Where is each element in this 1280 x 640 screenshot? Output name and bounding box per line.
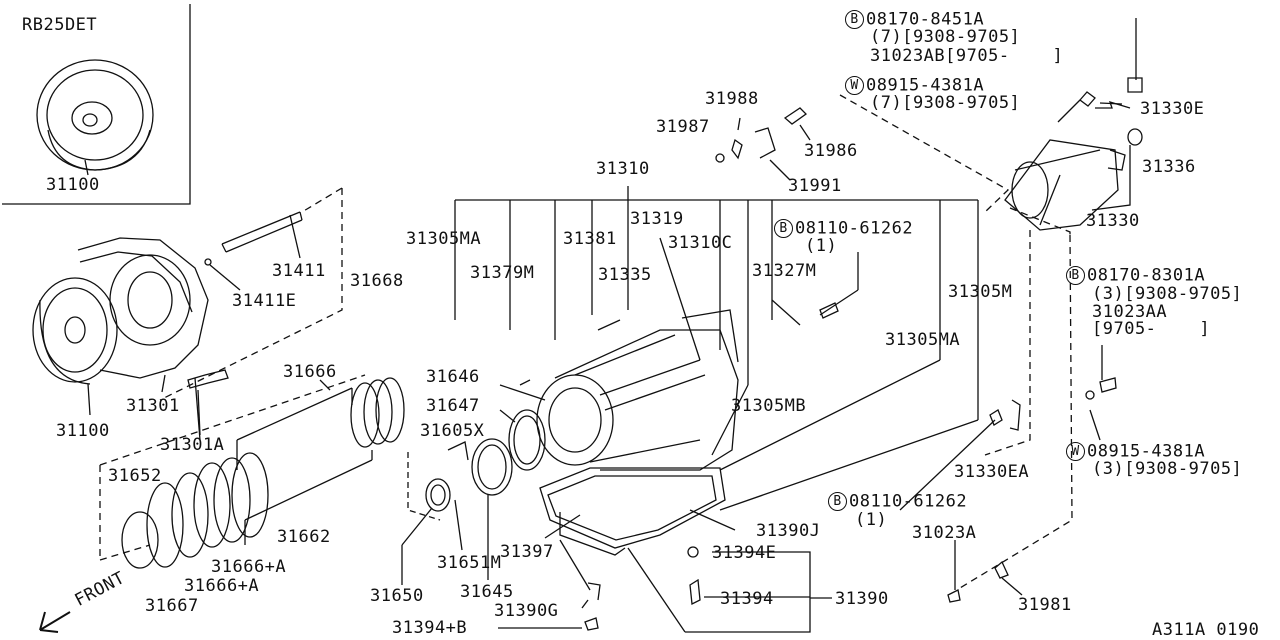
- b-mark-icon: B: [1066, 266, 1085, 285]
- bolt-qty: (7)[9308-9705]: [870, 27, 1021, 47]
- b-mark-icon: B: [845, 10, 864, 29]
- bolt-code: 08915-4381A: [866, 75, 985, 96]
- part-label[interactable]: 31667: [145, 596, 199, 616]
- part-label[interactable]: 31397: [500, 542, 554, 562]
- part-label[interactable]: 31662: [277, 527, 331, 547]
- part-label[interactable]: 31394E: [712, 543, 777, 563]
- inset-torque-converter: [36, 59, 154, 171]
- part-label[interactable]: 31100: [46, 175, 100, 195]
- part-label[interactable]: 31390J: [756, 521, 821, 541]
- bracket-31605X: [447, 441, 469, 461]
- bolt-alt-date: [9705- ]: [1092, 319, 1211, 339]
- part-label[interactable]: 31310C: [668, 233, 733, 253]
- part-label[interactable]: 31411: [272, 261, 326, 281]
- part-label[interactable]: 31986: [804, 141, 858, 161]
- part-label[interactable]: 31647: [426, 396, 480, 416]
- bolt-qty: (3)[9308-9705]: [1092, 459, 1243, 479]
- clutch-pack: [121, 377, 405, 569]
- part-label[interactable]: 31668: [350, 271, 404, 291]
- part-label[interactable]: 31394: [720, 589, 774, 609]
- part-label[interactable]: 31305M: [948, 282, 1013, 302]
- part-label[interactable]: 31651M: [437, 553, 502, 573]
- part-label[interactable]: 31666+A: [184, 576, 260, 596]
- seal-31647: [508, 409, 546, 471]
- bolt-code: 08110-61262: [849, 491, 968, 512]
- part-label[interactable]: 31023A: [912, 523, 977, 543]
- bolt-code: 08110-61262: [795, 218, 914, 239]
- part-label[interactable]: 31666: [283, 362, 337, 382]
- part-label[interactable]: 31305MB: [731, 396, 807, 416]
- part-label[interactable]: 31330EA: [954, 462, 1030, 482]
- bolt-alt-part: 31023AA: [1092, 302, 1168, 322]
- bolt-alt-part: 31023AB[9705- ]: [870, 46, 1064, 66]
- bolt-qty: (7)[9308-9705]: [870, 93, 1021, 113]
- part-label[interactable]: 31301A: [160, 435, 225, 455]
- part-label[interactable]: 31666+A: [211, 557, 287, 577]
- part-label[interactable]: 31327M: [752, 261, 817, 281]
- part-label[interactable]: 31336: [1142, 157, 1196, 177]
- part-label[interactable]: 31319: [630, 209, 684, 229]
- b-mark-icon: B: [828, 492, 847, 511]
- part-label[interactable]: 31652: [108, 466, 162, 486]
- converter-housing: [77, 237, 209, 379]
- part-label[interactable]: 31646: [426, 367, 480, 387]
- part-label[interactable]: 31310: [596, 159, 650, 179]
- pump-31645: [471, 438, 513, 496]
- front-arrow: [39, 611, 71, 633]
- inset-engine-label: RB25DET: [22, 15, 98, 35]
- inset-frame: [2, 4, 191, 205]
- bolt-qty: (1): [805, 236, 838, 256]
- part-label[interactable]: 31305MA: [885, 330, 961, 350]
- b-mark-icon: B: [774, 219, 793, 238]
- part-label[interactable]: 31605X: [420, 421, 485, 441]
- torque-converter: [32, 277, 118, 385]
- part-label[interactable]: 31650: [370, 586, 424, 606]
- part-label[interactable]: 31394+B: [392, 618, 468, 638]
- part-label[interactable]: 31381: [563, 229, 617, 249]
- part-label[interactable]: 31100: [56, 421, 110, 441]
- extension-housing: [1004, 128, 1143, 231]
- part-label[interactable]: 31390G: [494, 601, 559, 621]
- part-label[interactable]: 31335: [598, 265, 652, 285]
- pin-31986: [783, 107, 808, 125]
- w-mark-icon: W: [845, 76, 864, 95]
- part-label[interactable]: 31330E: [1140, 99, 1205, 119]
- part-label[interactable]: 31379M: [470, 263, 535, 283]
- bolt-qty: (1): [855, 510, 888, 530]
- lever-31991: [754, 127, 776, 159]
- bolt-code: 08915-4381A: [1087, 441, 1206, 462]
- diagram-code: A311A 0190: [1152, 620, 1260, 640]
- w-mark-icon: W: [1066, 442, 1085, 461]
- part-label[interactable]: 31988: [705, 89, 759, 109]
- part-label[interactable]: 31330: [1086, 211, 1140, 231]
- part-label[interactable]: 31987: [656, 117, 710, 137]
- bolt-qty: (3)[9308-9705]: [1092, 284, 1243, 304]
- oil-pan: [539, 467, 726, 556]
- bolt-code: 08170-8451A: [866, 9, 985, 30]
- input-shaft: [221, 211, 303, 253]
- part-label[interactable]: 31981: [1018, 595, 1072, 615]
- part-label[interactable]: 31991: [788, 176, 842, 196]
- bolt-code: 08170-8301A: [1087, 265, 1206, 286]
- part-label[interactable]: 31390: [835, 589, 889, 609]
- part-label[interactable]: 31305MA: [406, 229, 482, 249]
- transmission-case: [536, 309, 739, 471]
- part-label[interactable]: 31645: [460, 582, 514, 602]
- seal-31650: [425, 478, 451, 512]
- part-label[interactable]: 31301: [126, 396, 180, 416]
- part-label[interactable]: 31411E: [232, 291, 297, 311]
